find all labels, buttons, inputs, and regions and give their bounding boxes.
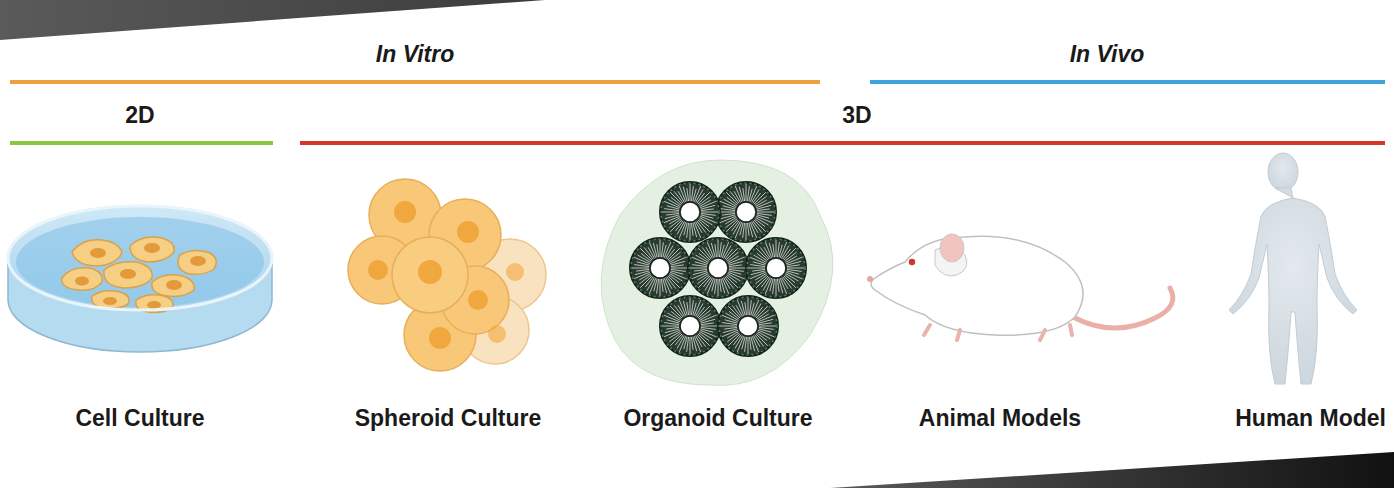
bracket-label: 3D [842, 103, 871, 128]
mouse [867, 234, 1173, 340]
organoid-rim [689, 239, 747, 297]
organoid-rim [717, 183, 775, 241]
bracket-line [10, 141, 273, 145]
organoid-rim [719, 297, 777, 355]
organoid-fibres [632, 240, 688, 296]
organoid-sphere [718, 296, 778, 356]
organoid-lumen [736, 202, 756, 222]
organoid-lumen [680, 316, 700, 336]
organoid-fibres [720, 298, 776, 354]
organoid-sphere [630, 238, 690, 298]
organoid-fibres [662, 298, 718, 354]
organoid-fibres [718, 184, 774, 240]
bracket-line [10, 80, 820, 84]
organoid-rim [631, 239, 689, 297]
organoid-sphere [746, 238, 806, 298]
bracket-line [300, 141, 1385, 145]
corner-band [0, 0, 545, 40]
corner-band [830, 452, 1394, 488]
bracket-label: In Vivo [1070, 42, 1145, 67]
organoid-lumen [650, 258, 670, 278]
caption-label: Animal Models [919, 406, 1081, 431]
organoid-sphere [688, 238, 748, 298]
organoid-lumen [738, 316, 758, 336]
organoid-fibres [662, 184, 718, 240]
petri-dish [8, 206, 272, 352]
organoid-rim [661, 297, 719, 355]
organoid-rim [661, 183, 719, 241]
organoid-sphere [660, 182, 720, 242]
bracket-label: 2D [125, 103, 154, 128]
caption-label: Organoid Culture [623, 406, 812, 431]
organoid-lumen [708, 258, 728, 278]
caption-label: Human Model [1235, 406, 1386, 431]
organoid-lumen [766, 258, 786, 278]
caption-label: Cell Culture [75, 406, 204, 431]
bracket-line [870, 80, 1385, 84]
organoid-fibres [748, 240, 804, 296]
organoid-fibres [690, 240, 746, 296]
organoid-sphere [716, 182, 776, 242]
organoid-lumen [680, 202, 700, 222]
human-silhouette [1229, 153, 1357, 384]
organoid [601, 160, 833, 385]
organoid-rim [747, 239, 805, 297]
spheroid [348, 179, 546, 371]
caption-label: Spheroid Culture [355, 406, 542, 431]
organoid-sphere [660, 296, 720, 356]
bracket-label: In Vitro [376, 42, 454, 67]
